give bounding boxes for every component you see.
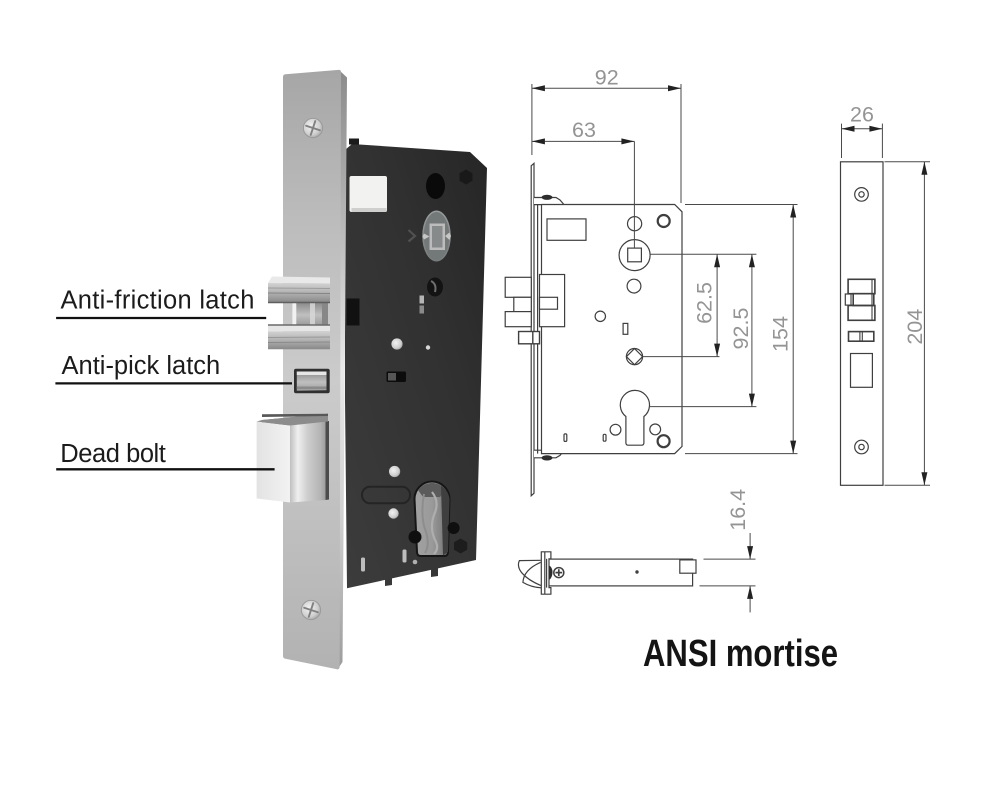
svg-text:62.5: 62.5 — [693, 282, 717, 324]
svg-text:Anti-friction latch: Anti-friction latch — [61, 287, 255, 315]
svg-text:26: 26 — [850, 103, 874, 127]
svg-text:Anti-pick latch: Anti-pick latch — [62, 352, 221, 380]
svg-text:63: 63 — [572, 118, 596, 142]
svg-text:16.4: 16.4 — [726, 489, 750, 531]
svg-text:92: 92 — [595, 66, 619, 90]
svg-text:154: 154 — [769, 316, 793, 352]
svg-text:Dead bolt: Dead bolt — [60, 440, 165, 468]
svg-text:ANSI mortise: ANSI mortise — [643, 633, 838, 675]
svg-text:92.5: 92.5 — [729, 308, 753, 350]
svg-text:204: 204 — [903, 309, 927, 345]
